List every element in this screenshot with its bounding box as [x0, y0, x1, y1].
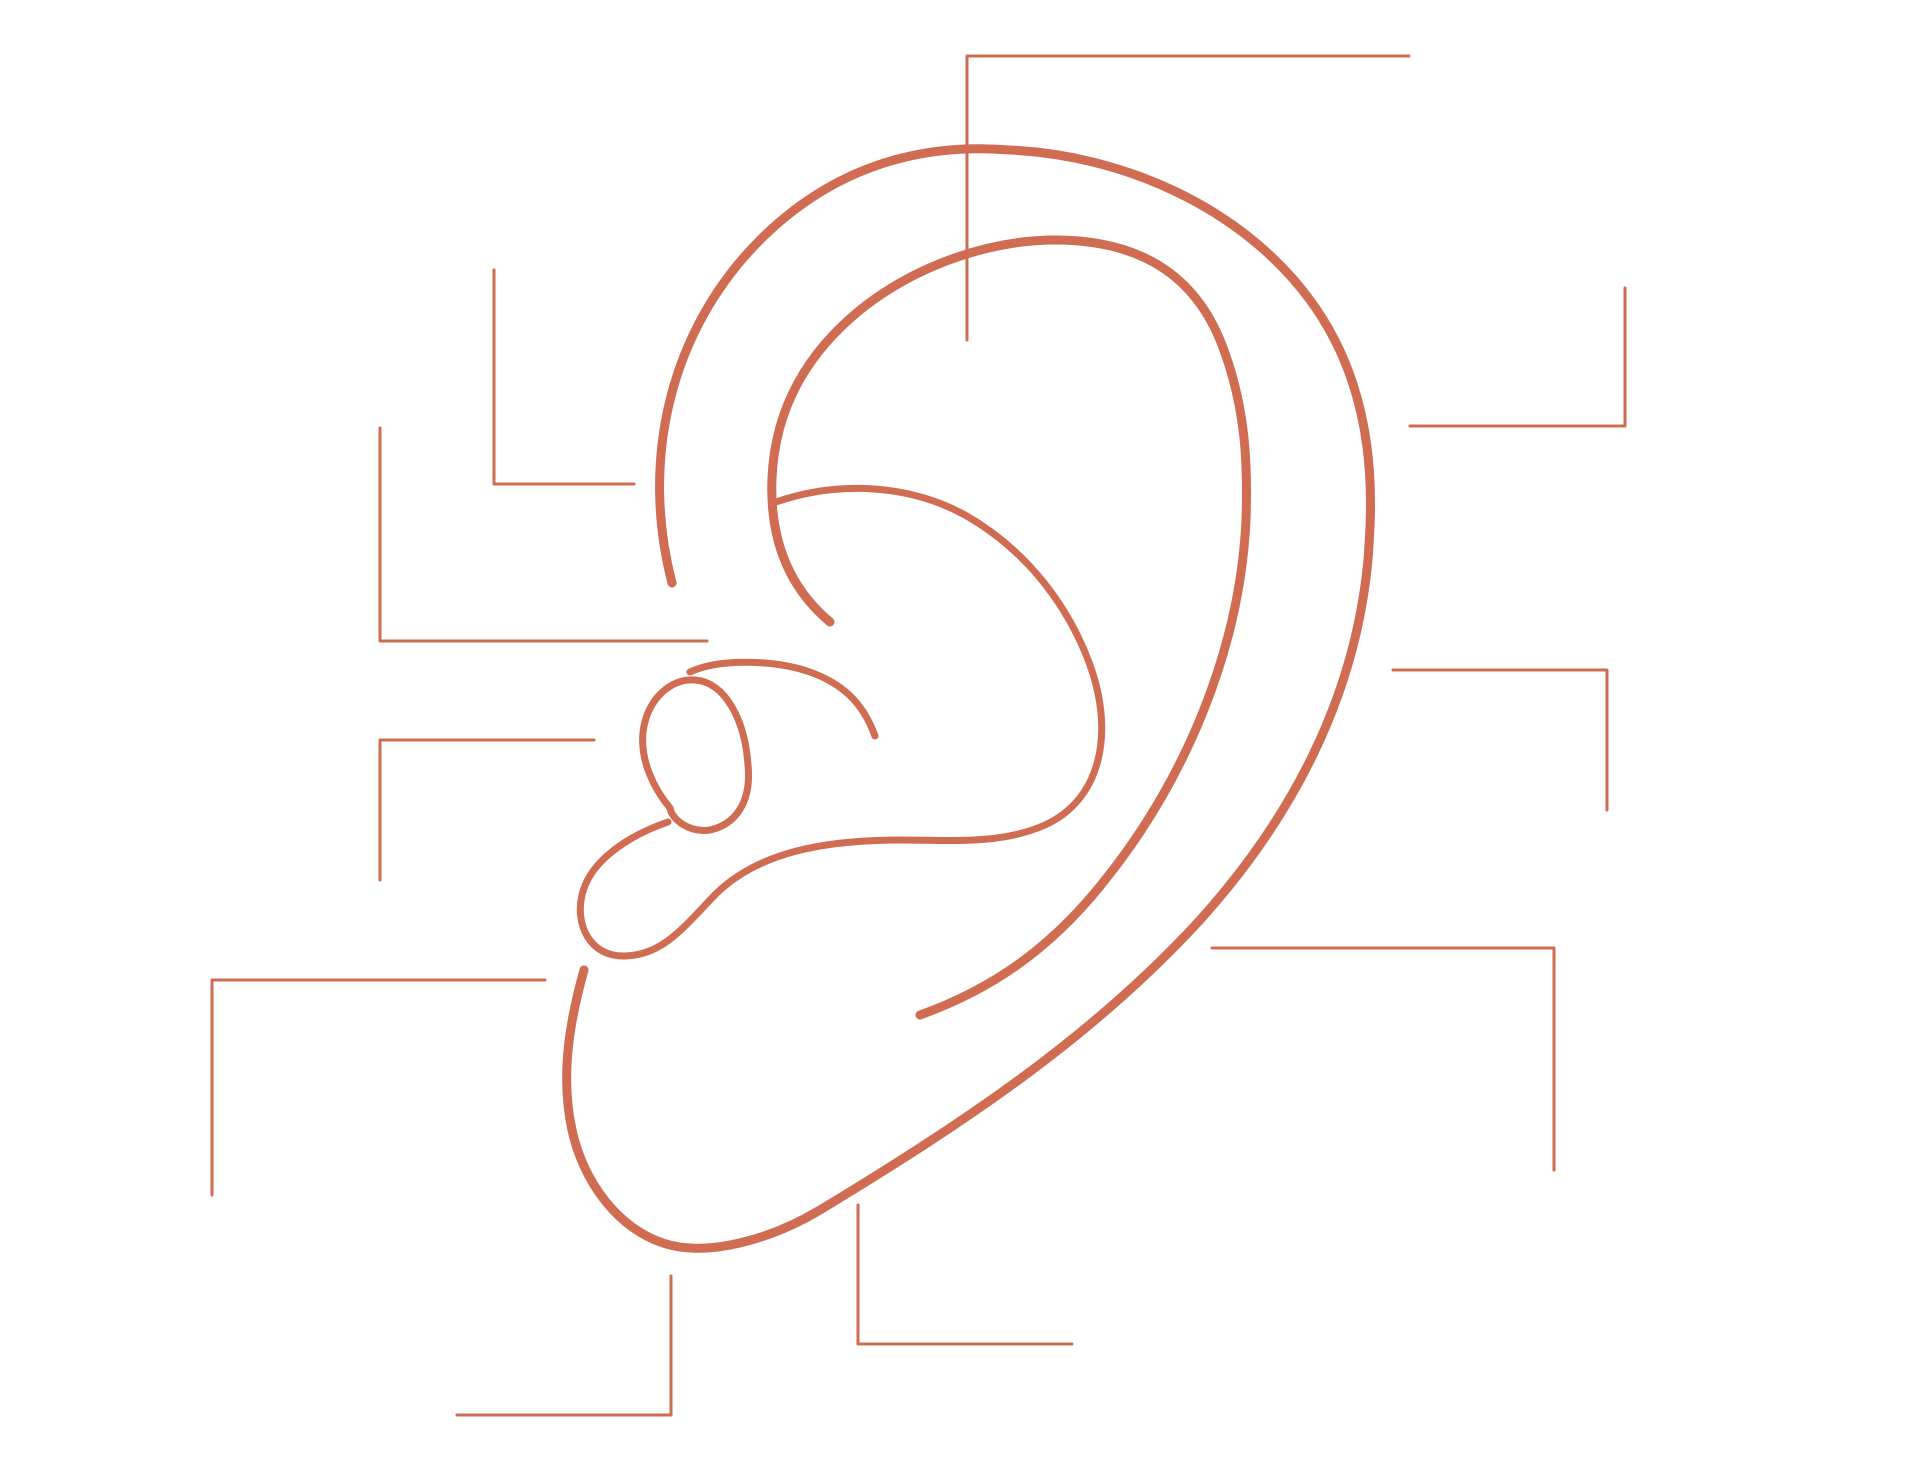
leader-line-lower-right: [1210, 946, 1556, 1172]
leader-line-mid-right: [1391, 668, 1609, 812]
ear-illustration: [562, 144, 1375, 1253]
helix-outline: [562, 144, 1375, 1253]
crus-of-antihelix: [576, 484, 1106, 960]
leader-line-upper-left-inner: [492, 268, 636, 486]
leader-line-bottom-center: [856, 1203, 1074, 1346]
leader-line-bottom-left: [455, 1274, 673, 1417]
antihelix-outline: [767, 235, 1252, 1020]
crus-of-helix: [686, 658, 879, 740]
leader-line-lower-left-upper: [378, 738, 596, 882]
leader-line-upper-right: [1408, 286, 1627, 428]
leader-line-top-center: [965, 54, 1411, 342]
tragus-outline: [639, 676, 753, 834]
leader-line-mid-left: [378, 426, 709, 643]
leader-line-lower-left: [210, 978, 547, 1197]
label-leader-lines: [210, 54, 1627, 1417]
